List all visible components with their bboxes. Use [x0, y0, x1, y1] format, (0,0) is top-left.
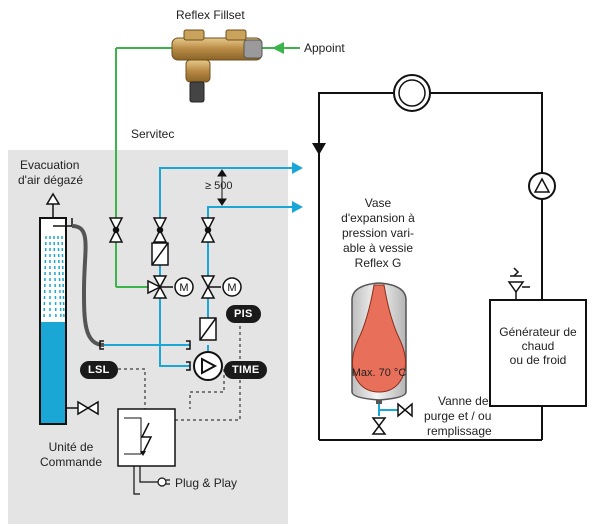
control-box: [117, 408, 176, 467]
servitec-label: Servitec: [131, 127, 175, 141]
plug-play-label: Plug & Play: [175, 476, 238, 490]
max-temp-label: Max. 70 °C: [351, 367, 407, 379]
vessel-label-4: able à vessie: [342, 241, 414, 255]
vessel-label-2: d'expansion à: [341, 211, 415, 225]
fillset-device: [171, 29, 263, 103]
appoint-label: Appoint: [304, 41, 345, 55]
strainer-2: [199, 317, 217, 341]
pis-badge: PIS: [226, 305, 261, 323]
motor-icon-2: M: [227, 282, 236, 294]
lsl-badge: LSL: [80, 361, 118, 379]
fill-line: [115, 47, 300, 288]
circulation-pump-top: [393, 74, 431, 112]
safety-valve-icon: [507, 267, 530, 300]
vessel-label-5: Reflex G: [354, 256, 402, 270]
generator-label-1: Générateur de: [499, 325, 577, 339]
valve-servitec: [108, 217, 124, 243]
strainer-1: [151, 242, 169, 266]
vanne-label-3: remplissage: [427, 424, 492, 438]
vessel-label-3: pression vari-: [341, 226, 415, 240]
fillset-label: Reflex Fillset: [176, 8, 245, 22]
evacuation-label-1: Evacuation: [20, 158, 80, 172]
vessel-valve-horizontal: [397, 402, 413, 418]
appoint-arrow: [272, 42, 284, 54]
column-drain-valve: [66, 400, 99, 416]
vanne-label-1: Vanne de: [438, 394, 489, 408]
degassing-hose: [71, 224, 105, 347]
connector-brackets: [99, 340, 191, 371]
generator-label-3: ou de froid: [509, 353, 567, 367]
blue-arrow-top: [292, 162, 303, 174]
flow-arrow-down: [312, 143, 326, 155]
blue-arrow-bottom: [292, 201, 303, 213]
valve-line-2: [200, 217, 216, 243]
degassing-column: [39, 192, 73, 425]
dimension-label: ≥ 500: [205, 180, 233, 192]
valve-line-1: [152, 217, 168, 243]
vanne-label-2: purge et / ou: [424, 409, 492, 423]
motor-valve-2: [200, 275, 242, 299]
time-badge: TIME: [224, 361, 268, 379]
circulation-pump-right: [528, 172, 556, 200]
signal-lines: [118, 314, 241, 421]
unit-pump: [193, 351, 223, 381]
generator-box: [489, 299, 587, 407]
unit-label-2: Commande: [39, 455, 103, 469]
unit-label-1: Unité de: [48, 440, 94, 454]
vessel-label-1: Vase: [364, 196, 392, 210]
motor-valve-1: [147, 275, 194, 299]
motor-icon-1: M: [179, 282, 188, 294]
height-dimension: [217, 169, 227, 206]
vessel-valve-vertical: [371, 417, 387, 435]
generator-label-2: chaud: [521, 339, 555, 353]
expansion-vessel: [351, 282, 407, 404]
evacuation-label-2: d'air dégazé: [18, 173, 84, 187]
plug-cable: [133, 466, 170, 495]
